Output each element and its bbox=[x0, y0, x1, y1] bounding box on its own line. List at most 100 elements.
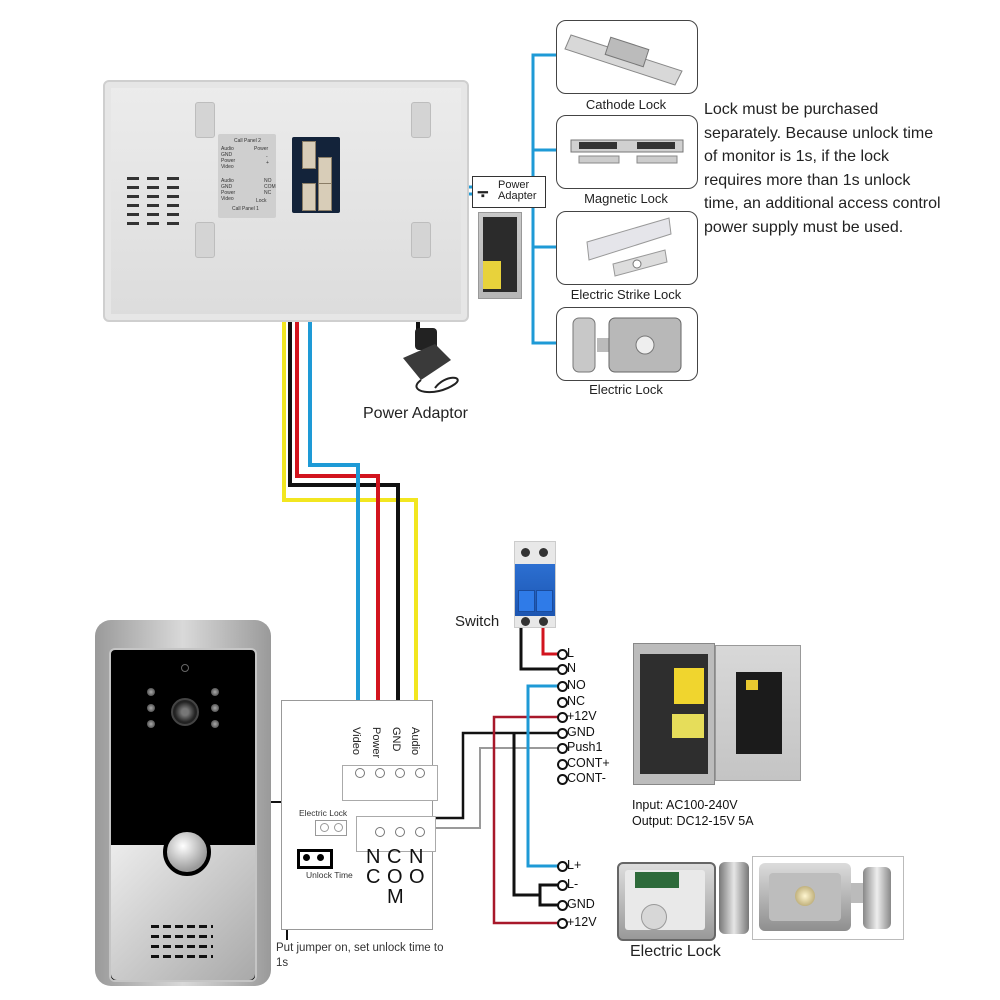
connector-plug[interactable] bbox=[302, 183, 316, 211]
power-adaptor-icon bbox=[403, 328, 459, 394]
unlock-time-jumper[interactable] bbox=[297, 849, 333, 869]
lock-card-electric-strike bbox=[556, 211, 698, 285]
electric-strike-lock-icon bbox=[586, 217, 672, 277]
pin-label: GND bbox=[221, 152, 233, 158]
key-icon: ⨪ bbox=[477, 180, 489, 202]
terminal-screw[interactable] bbox=[557, 681, 568, 692]
lock-card-magnetic bbox=[556, 115, 698, 189]
mount-hook bbox=[411, 102, 431, 138]
terminal-screw[interactable] bbox=[557, 918, 568, 929]
pin-label: + bbox=[266, 160, 269, 166]
terminal-screw[interactable] bbox=[557, 774, 568, 785]
pin-label: Video bbox=[221, 164, 234, 170]
terminal-pin-gnd[interactable] bbox=[395, 768, 405, 778]
pin-label: Audio bbox=[221, 178, 234, 184]
jumper-note: Put jumper on, set unlock time to 1s bbox=[276, 942, 444, 969]
psu-terminal-label: L bbox=[567, 646, 574, 660]
rating-plate bbox=[736, 672, 782, 754]
door-panel-face bbox=[109, 648, 257, 982]
wire-no-push bbox=[420, 747, 562, 829]
wire-gnd-lock bbox=[512, 733, 562, 897]
terminal-screw[interactable] bbox=[557, 664, 568, 675]
terminal-pin-audio[interactable] bbox=[415, 768, 425, 778]
lock-caption-electric: Electric Lock bbox=[589, 382, 663, 397]
wire-terminal-block bbox=[342, 765, 438, 801]
mount-hook bbox=[195, 102, 215, 138]
power-adapter-line1: Power bbox=[498, 179, 530, 191]
unlock-time-label: Unlock Time bbox=[306, 870, 353, 880]
camera-lens-icon bbox=[171, 698, 199, 726]
cathode-lock-icon bbox=[564, 34, 683, 86]
ir-led bbox=[147, 688, 155, 696]
terminal-screw[interactable] bbox=[557, 880, 568, 891]
door-panel-wiring-box: Video Power GND Audio Electric Lock Unlo… bbox=[281, 700, 438, 930]
indoor-monitor: Call Panel 2 Audio GND Power Video Power… bbox=[103, 80, 469, 322]
relay-label-nc: N C bbox=[366, 846, 381, 888]
terminal-screw[interactable] bbox=[557, 861, 568, 872]
power-adapter-line2: Adapter bbox=[498, 190, 537, 202]
terminal-screw[interactable] bbox=[557, 697, 568, 708]
electric-lock-header-label: Electric Lock bbox=[299, 808, 348, 818]
ir-led bbox=[211, 720, 219, 728]
circuit-breaker-switch[interactable] bbox=[514, 541, 556, 628]
lock-caption-electric-strike: Electric Strike Lock bbox=[570, 287, 682, 302]
terminal-screw[interactable] bbox=[557, 728, 568, 739]
terminal-screw[interactable] bbox=[557, 649, 568, 660]
connector-board bbox=[292, 137, 340, 213]
power-adapter-box: ⨪ Power Adapter bbox=[472, 176, 546, 208]
pin-label: Power bbox=[254, 146, 269, 152]
speaker-grill bbox=[151, 955, 213, 958]
ir-led bbox=[147, 720, 155, 728]
wire-label-audio: Audio bbox=[409, 727, 421, 756]
terminal-pin-video[interactable] bbox=[355, 768, 365, 778]
wire-switch-N bbox=[519, 625, 562, 671]
terminal-screw[interactable] bbox=[557, 712, 568, 723]
mount-hook bbox=[195, 222, 215, 258]
terminal-pin-no[interactable] bbox=[415, 827, 425, 837]
terminal-pin-nc[interactable] bbox=[375, 827, 385, 837]
terminal-screw[interactable] bbox=[557, 743, 568, 754]
speaker-grill bbox=[151, 945, 213, 948]
key-cylinder-icon bbox=[795, 886, 815, 906]
magnetic-lock-icon bbox=[570, 139, 684, 164]
psu-terminal-label: GND bbox=[567, 725, 595, 739]
terminal-pin-power[interactable] bbox=[375, 768, 385, 778]
terminal-pin-com[interactable] bbox=[395, 827, 405, 837]
lock-purchase-note: Lock must be purchased separately. Becau… bbox=[704, 101, 941, 236]
speaker-vent bbox=[127, 177, 187, 229]
microphone-icon bbox=[181, 664, 189, 672]
psu-output-spec: Output: DC12-15V 5A bbox=[632, 814, 754, 828]
electric-lock-open-view bbox=[617, 862, 716, 941]
label-call-panel-2: Call Panel 2 bbox=[234, 138, 261, 144]
pin-label: NC bbox=[264, 190, 272, 196]
caution-label-icon bbox=[674, 668, 704, 704]
electric-lock-icon bbox=[572, 317, 682, 373]
lock-terminal-label: GND bbox=[567, 897, 595, 911]
connector-plug[interactable] bbox=[302, 141, 316, 169]
relay-label-no: N O bbox=[409, 846, 425, 888]
terminal-screw[interactable] bbox=[557, 759, 568, 770]
electric-lock-header[interactable] bbox=[315, 820, 347, 836]
mount-hook bbox=[411, 222, 431, 258]
relay-terminal-block bbox=[356, 816, 436, 852]
terminal-screw[interactable] bbox=[557, 900, 568, 911]
electric-lock-front-view bbox=[752, 856, 904, 940]
lock-bus-branch bbox=[531, 191, 556, 345]
connector-plug[interactable] bbox=[318, 183, 332, 211]
connector-plug[interactable] bbox=[318, 157, 332, 185]
psu-input-spec: Input: AC100-240V bbox=[632, 798, 738, 812]
speaker-grill bbox=[151, 935, 213, 938]
psu-terminal-label: CONT- bbox=[567, 771, 606, 785]
access-control-power-supply-image bbox=[478, 212, 522, 299]
wire-label-video: Video bbox=[350, 727, 362, 755]
lock-terminal-label: L- bbox=[567, 877, 579, 891]
pin-label: NO bbox=[264, 178, 272, 184]
psu-terminal-label: NO bbox=[567, 678, 586, 692]
psu-terminal-label: CONT+ bbox=[567, 756, 610, 770]
lock-card-electric bbox=[556, 307, 698, 381]
label-call-panel-1: Call Panel 1 bbox=[232, 206, 259, 212]
call-button[interactable] bbox=[163, 828, 211, 876]
ir-led bbox=[147, 704, 155, 712]
lock-caption-magnetic: Magnetic Lock bbox=[584, 191, 668, 206]
lock-terminal-label: +12V bbox=[567, 915, 597, 929]
